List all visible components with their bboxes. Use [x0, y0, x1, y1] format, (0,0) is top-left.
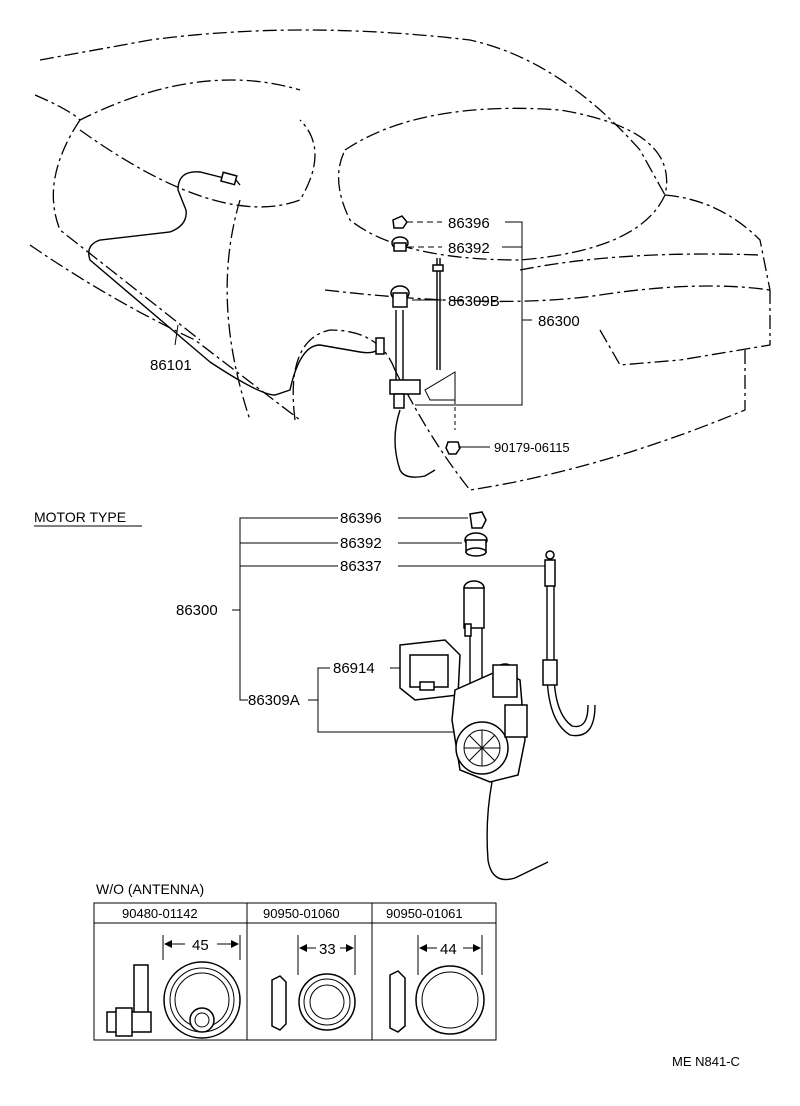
manual-antenna-assembly — [389, 215, 461, 478]
diagram-code: ME N841-C — [672, 1054, 740, 1069]
callouts-top: 86396 86392 86309B 86300 86101 90179-061… — [150, 215, 580, 455]
wo-antenna-title: W/O (ANTENNA) — [96, 881, 204, 897]
part-no-col-3: 90950-01061 — [386, 906, 463, 921]
callout-86337: 86337 — [340, 558, 382, 575]
dim-col-3: 44 — [440, 941, 457, 958]
callout-86914: 86914 — [333, 660, 375, 677]
callout-86309A: 86309A — [248, 692, 300, 709]
wo-antenna-table: W/O (ANTENNA) 90480-01142 90950-01060 90… — [93, 881, 497, 1041]
dim-col-1: 45 — [192, 937, 209, 954]
callout-86300-top: 86300 — [538, 313, 580, 330]
leaders-top — [174, 221, 532, 448]
callout-86396-top: 86396 — [448, 215, 490, 232]
car-body-outline — [29, 29, 771, 491]
callout-86300-motor: 86300 — [176, 602, 218, 619]
dim-col-2: 33 — [319, 941, 336, 958]
part-no-col-2: 90950-01060 — [263, 906, 340, 921]
callout-90179-06115: 90179-06115 — [494, 440, 570, 455]
part-no-col-1: 90480-01142 — [122, 906, 198, 921]
callout-86101: 86101 — [150, 357, 192, 374]
motor-type-title: MOTOR TYPE — [34, 509, 126, 525]
motor-type-section: MOTOR TYPE 86396 86392 86337 86300 86914… — [34, 509, 596, 881]
antenna-cable-86101 — [88, 171, 385, 396]
callout-86392-motor: 86392 — [340, 535, 382, 552]
callout-86396-motor: 86396 — [340, 510, 382, 527]
callout-86392-top: 86392 — [448, 240, 490, 257]
callout-86309B: 86309B — [448, 293, 500, 310]
